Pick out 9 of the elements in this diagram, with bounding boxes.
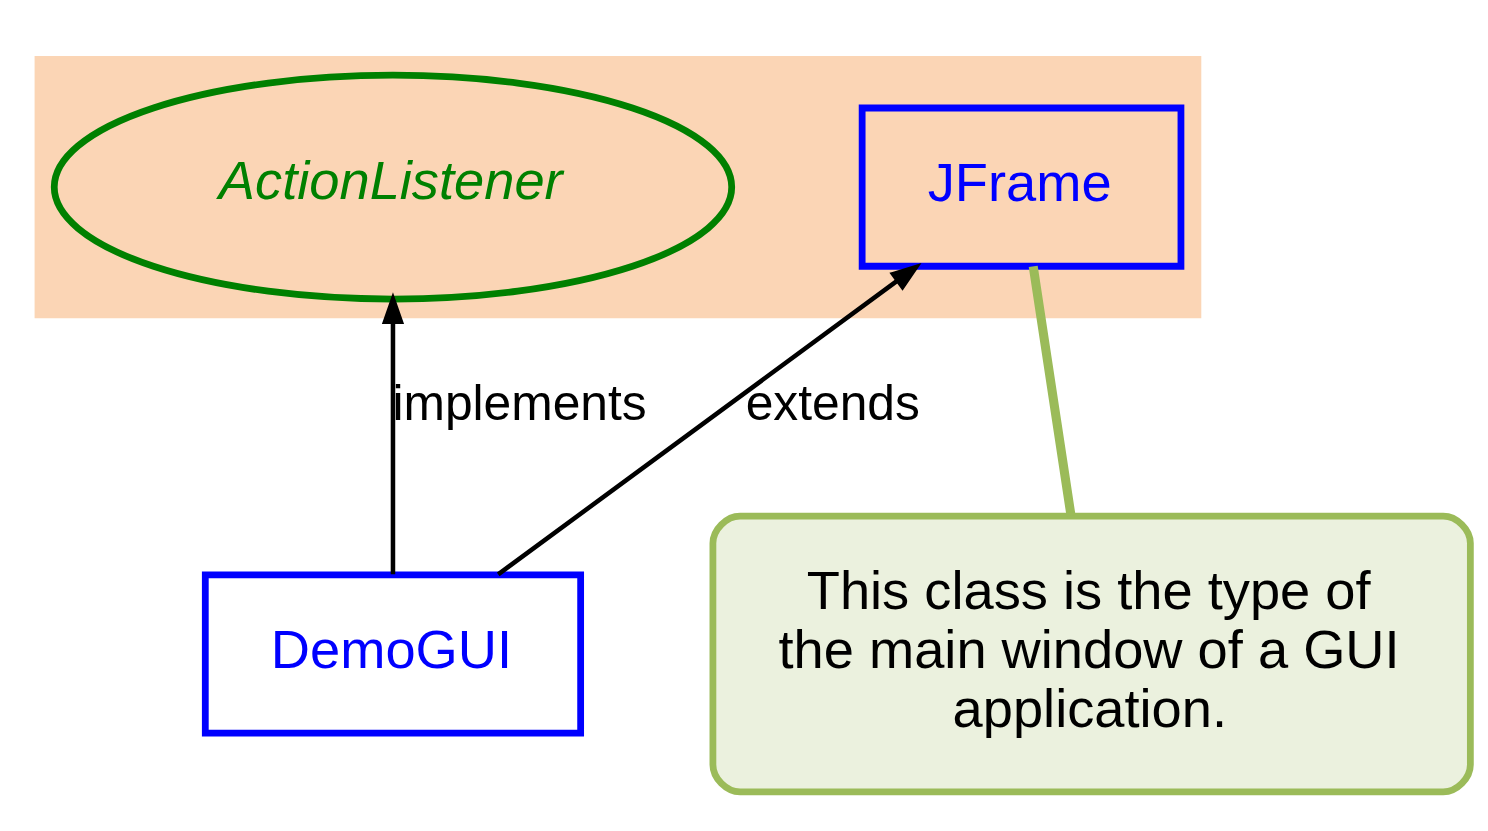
node-ellipse: ActionListener bbox=[50, 71, 736, 303]
arrow bbox=[496, 262, 922, 577]
edge-label: implements bbox=[392, 375, 647, 432]
cluster bbox=[34, 56, 1202, 319]
node-box: JFrame bbox=[858, 104, 1185, 270]
edge-label: extends bbox=[745, 375, 920, 432]
node-box: DemoGUI bbox=[201, 571, 585, 737]
arrow bbox=[381, 292, 405, 575]
node-box: This class is the type of the main window of a GUI application. bbox=[709, 512, 1474, 796]
